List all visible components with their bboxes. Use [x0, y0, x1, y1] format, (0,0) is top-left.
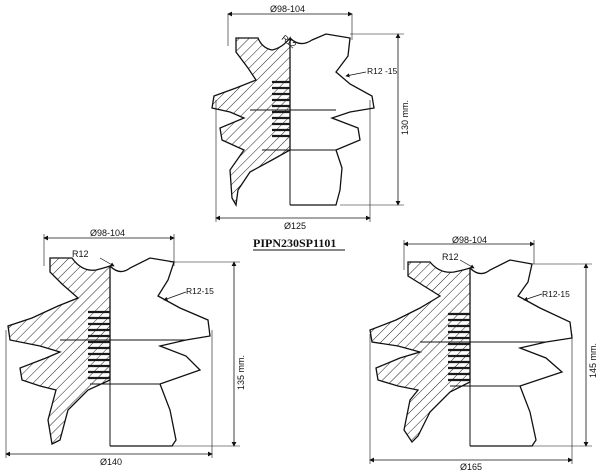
thread-top	[272, 80, 290, 138]
right-base-diameter-label: Ø165	[460, 462, 482, 472]
thread-right	[448, 312, 470, 382]
right-radius-label: R12	[442, 252, 459, 262]
left-base-diameter-label: Ø140	[100, 457, 122, 467]
top-side-radius-label: R12 -15	[367, 66, 398, 76]
left-top-diameter-label: Ø98-104	[90, 228, 125, 238]
left-side-radius-label: R12-15	[186, 286, 214, 296]
insulator-top: Ø98-104 R12 R12 -15 130 mm. Ø125	[211, 4, 410, 231]
top-diameter-label: Ø98-104	[270, 4, 305, 14]
right-side-radius-label: R12-15	[542, 289, 570, 299]
left-radius-label: R12	[72, 249, 89, 259]
right-top-diameter-label: Ø98-104	[452, 235, 487, 245]
elevation-outline-top	[289, 33, 375, 206]
insulator-right: Ø98-104 R12 R12-15 145 mm. Ø165	[369, 235, 598, 472]
left-height-label: 135 mm.	[236, 355, 246, 390]
top-base-diameter-label: Ø125	[284, 221, 306, 231]
elevation-outline-right	[469, 259, 573, 447]
insulator-left: Ø98-104 R12 R12-15 135 mm. Ø140	[5, 228, 246, 467]
right-height-label: 145 mm.	[588, 343, 598, 378]
thread-left	[88, 310, 110, 380]
section-hatched-top	[211, 36, 291, 207]
elevation-outline-left	[109, 257, 211, 447]
top-height-label: 130 mm.	[400, 100, 410, 135]
drawing-title: PIPN230SP1101	[253, 236, 336, 250]
section-hatched-right	[369, 261, 471, 444]
section-hatched-left	[7, 257, 111, 445]
